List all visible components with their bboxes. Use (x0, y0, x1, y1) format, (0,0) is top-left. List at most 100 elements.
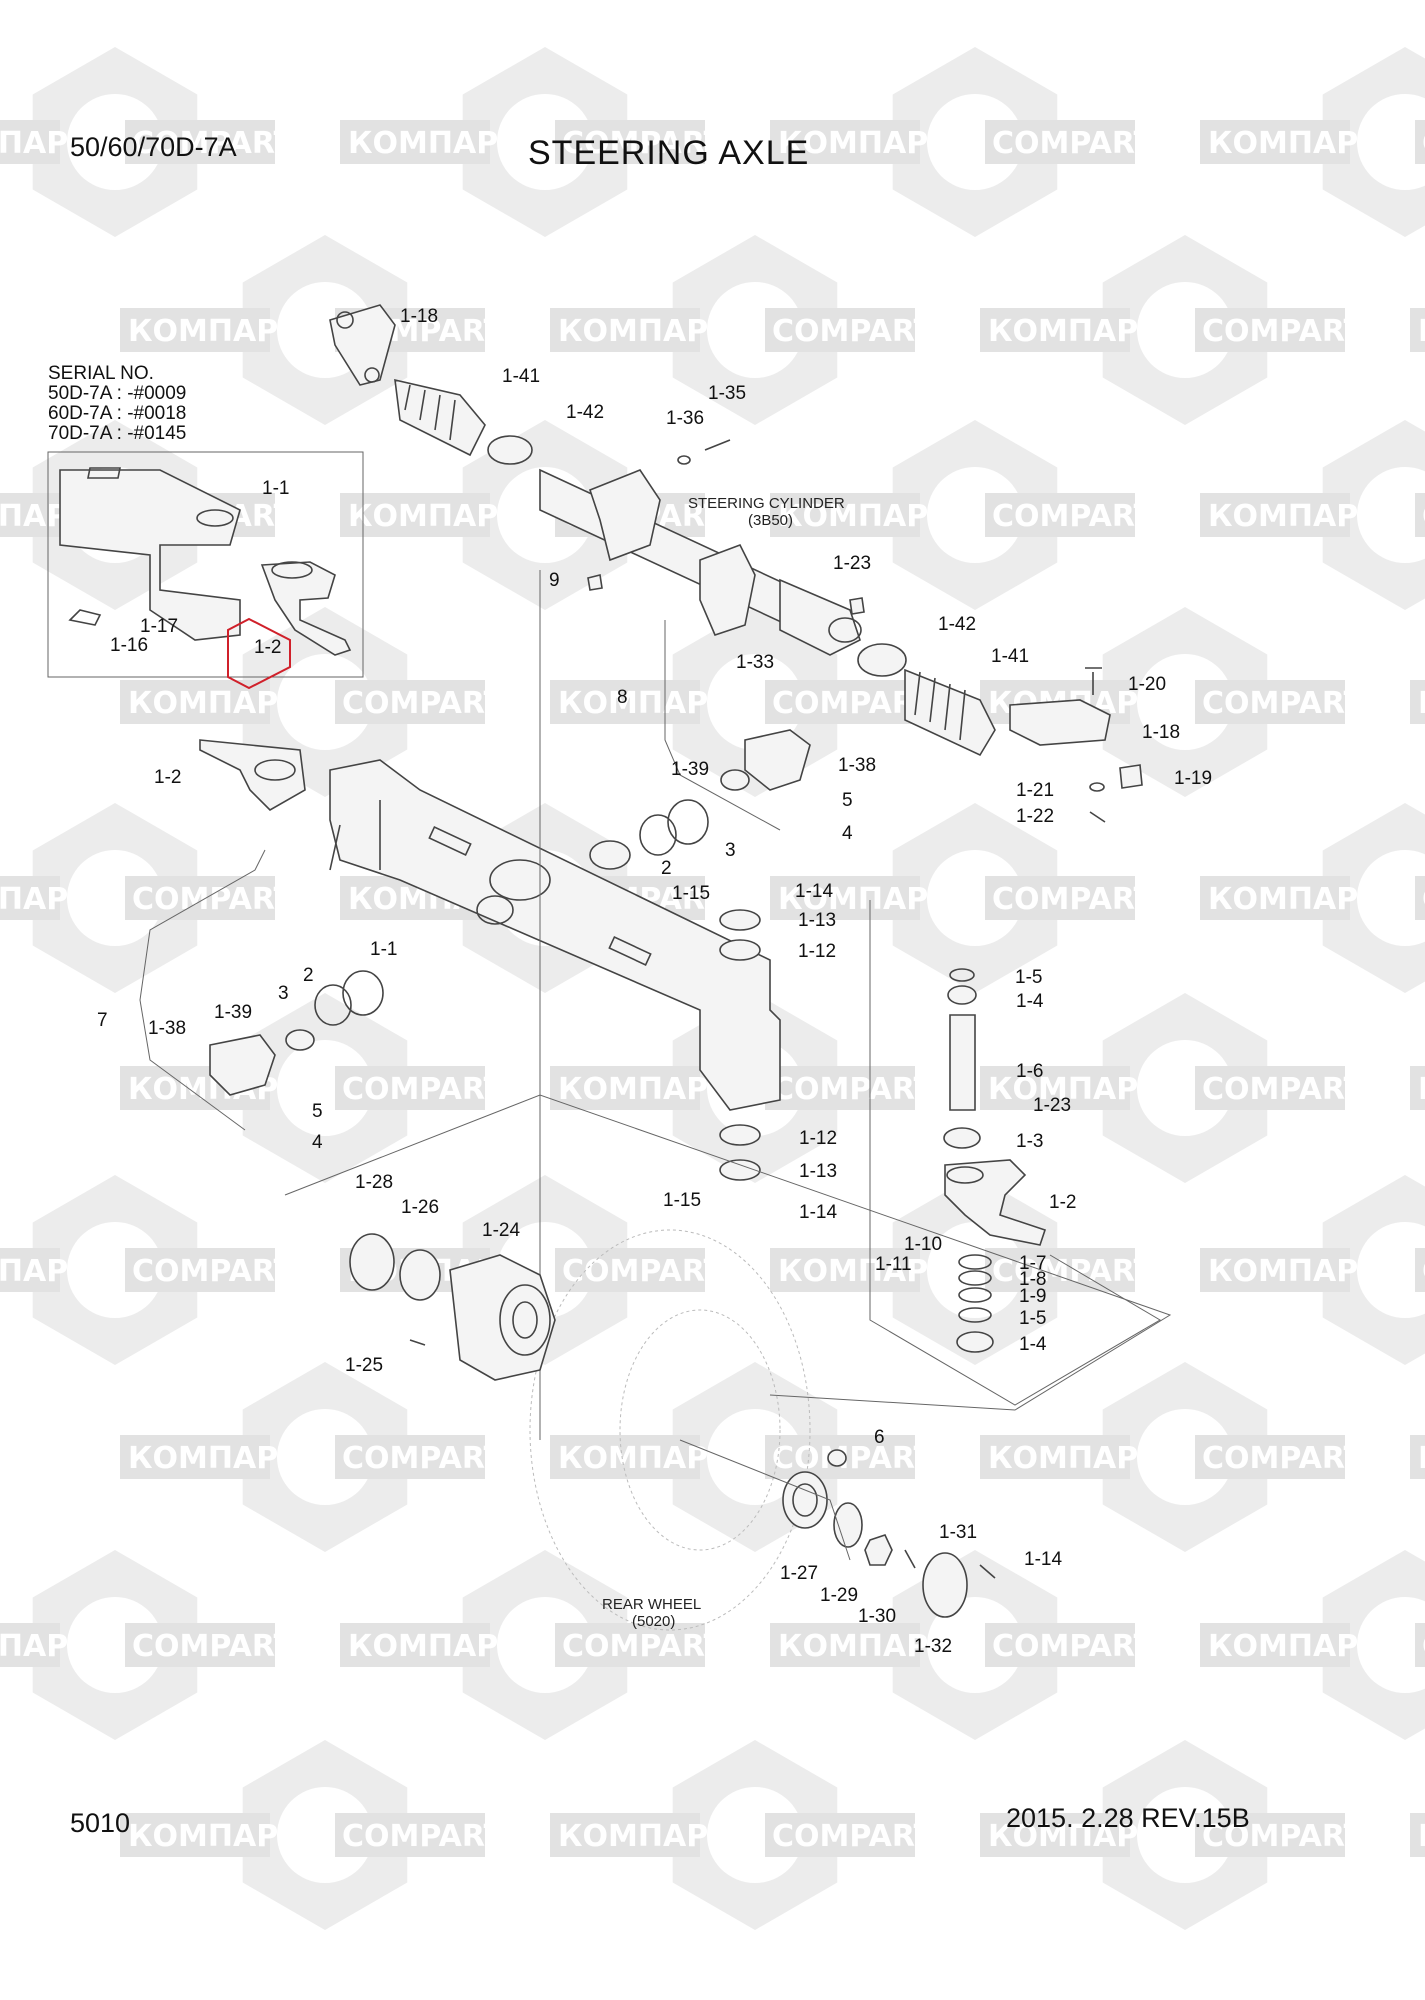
page-number: 5010 (70, 1808, 131, 1838)
serial-box-axle-drawing (59, 467, 352, 656)
callout[interactable]: 1-21 (1016, 780, 1054, 801)
callout[interactable]: 2 (661, 858, 672, 879)
highlight-hexagon (227, 617, 291, 690)
callout[interactable]: 1-14 (799, 1202, 837, 1223)
callout[interactable]: 1-22 (1016, 806, 1054, 827)
watermark-text-right: COMPART (992, 882, 1155, 917)
serial-line: 70D-7A : -#0145 (48, 423, 187, 444)
watermark-text-right: COMPART (772, 1441, 935, 1476)
callout[interactable]: 6 (874, 1427, 885, 1448)
callout[interactable]: 1-7 (1019, 1253, 1046, 1274)
callout[interactable]: 1-23 (833, 553, 871, 574)
watermark-text-left: КОМПАРТ (128, 1819, 299, 1854)
callout[interactable]: 4 (842, 823, 853, 844)
watermark-text-left: КОМПАРТ (988, 1441, 1159, 1476)
callout[interactable]: 1-2 (154, 767, 181, 788)
callout[interactable]: 1-42 (566, 402, 604, 423)
callout[interactable]: 1-14 (795, 881, 833, 902)
callout[interactable]: 1-25 (345, 1355, 383, 1376)
callout[interactable]: 1-5 (1019, 1308, 1046, 1329)
callouts: 1-18 1-41 1-42 1-36 1-35 1-1 1-17 1-16 1… (97, 306, 1212, 1657)
callout[interactable]: 8 (617, 687, 628, 708)
callout[interactable]: 2 (303, 965, 314, 986)
callout[interactable]: 1-4 (1019, 1334, 1047, 1355)
callout[interactable]: 1-2 (1049, 1192, 1076, 1213)
watermark-text-left: КОМПАРТ (348, 499, 519, 534)
callout[interactable]: 7 (97, 1010, 108, 1031)
watermark-text-left: КОМПАРТ (988, 1819, 1159, 1854)
callout[interactable]: 1-10 (904, 1234, 942, 1255)
watermark-text-right: COMPART (1202, 314, 1365, 349)
callout[interactable]: 1-28 (355, 1172, 393, 1193)
callout[interactable]: 1-36 (666, 408, 704, 429)
callout[interactable]: 5 (312, 1101, 323, 1122)
callout[interactable]: 1-2 (254, 637, 281, 658)
watermark-text-left: КОМПАРТ (988, 1072, 1159, 1107)
callout[interactable]: 1-18 (1142, 722, 1180, 743)
callout[interactable]: 1-18 (400, 306, 438, 327)
callout[interactable]: 4 (312, 1132, 323, 1153)
callout[interactable]: 1-11 (875, 1254, 912, 1275)
callout[interactable]: 1-14 (1024, 1549, 1062, 1570)
callout[interactable]: 5 (842, 790, 853, 811)
callout[interactable]: 9 (549, 570, 560, 591)
callout[interactable]: 1-33 (736, 652, 774, 673)
callout[interactable]: 1-15 (672, 883, 710, 904)
callout[interactable]: 1-42 (938, 614, 976, 635)
callout[interactable]: 1-3 (1016, 1131, 1043, 1152)
callout[interactable]: 1-13 (799, 1161, 837, 1182)
callout[interactable]: 1-1 (262, 478, 289, 499)
callout[interactable]: 3 (278, 983, 289, 1004)
revision-label: 2015. 2.28 REV.15B (1006, 1803, 1250, 1833)
callout[interactable]: 1-17 (140, 616, 178, 637)
watermark-text-right: COMPART (1202, 1072, 1365, 1107)
callout[interactable]: 1-9 (1019, 1286, 1046, 1307)
watermark-text-left: КОМПАРТ (558, 1072, 729, 1107)
callout[interactable]: 1-39 (214, 1002, 252, 1023)
callout[interactable]: 1-4 (1016, 991, 1044, 1012)
callout[interactable]: 1-5 (1015, 967, 1042, 988)
callout[interactable]: 1-13 (798, 910, 836, 931)
callout[interactable]: 1-8 (1019, 1269, 1046, 1290)
watermark-text-left: КОМПАРТ (0, 882, 89, 917)
watermark-text-right: COMPART (772, 1072, 935, 1107)
watermark-text-right: COMPART (132, 1629, 295, 1664)
callout[interactable]: 1-41 (502, 366, 540, 387)
callout[interactable]: 1-35 (708, 383, 746, 404)
callout[interactable]: 1-30 (858, 1606, 896, 1627)
steering-cylinder-ref: (3B50) (748, 512, 793, 529)
callout[interactable]: 1-24 (482, 1220, 520, 1241)
callout[interactable]: 1-41 (991, 646, 1029, 667)
callout[interactable]: 1-20 (1128, 674, 1166, 695)
callout[interactable]: 3 (725, 840, 736, 861)
callout[interactable]: 1-16 (110, 635, 148, 656)
callout[interactable]: 1-38 (838, 755, 876, 776)
watermark-text-right: COMPART (1202, 1819, 1365, 1854)
callout[interactable]: 1-15 (663, 1190, 701, 1211)
callout[interactable]: 1-32 (914, 1636, 952, 1657)
callout[interactable]: 1-38 (148, 1018, 186, 1039)
callout[interactable]: 1-6 (1016, 1061, 1043, 1082)
callout[interactable]: 1-12 (798, 941, 836, 962)
callout[interactable]: 1-26 (401, 1197, 439, 1218)
watermark-text-right: COMPART (132, 1254, 295, 1289)
callout[interactable]: 1-23 (1033, 1095, 1071, 1116)
callout[interactable]: 1-31 (939, 1522, 977, 1543)
watermark-text-left: КОМПАРТ (1208, 1254, 1379, 1289)
callout[interactable]: 1-27 (780, 1563, 818, 1584)
watermark-text-right: COMPART (992, 1629, 1155, 1664)
callout[interactable]: 1-12 (799, 1128, 837, 1149)
watermark-text-left: КОМПАРТ (778, 882, 949, 917)
callout[interactable]: 1-1 (370, 939, 397, 960)
callout[interactable]: 1-19 (1174, 768, 1212, 789)
watermark-text-right: COMPART (1422, 126, 1425, 161)
callout[interactable]: 1-29 (820, 1585, 858, 1606)
watermark-text-right: COMPART (342, 686, 505, 721)
callout[interactable]: 1-39 (671, 759, 709, 780)
